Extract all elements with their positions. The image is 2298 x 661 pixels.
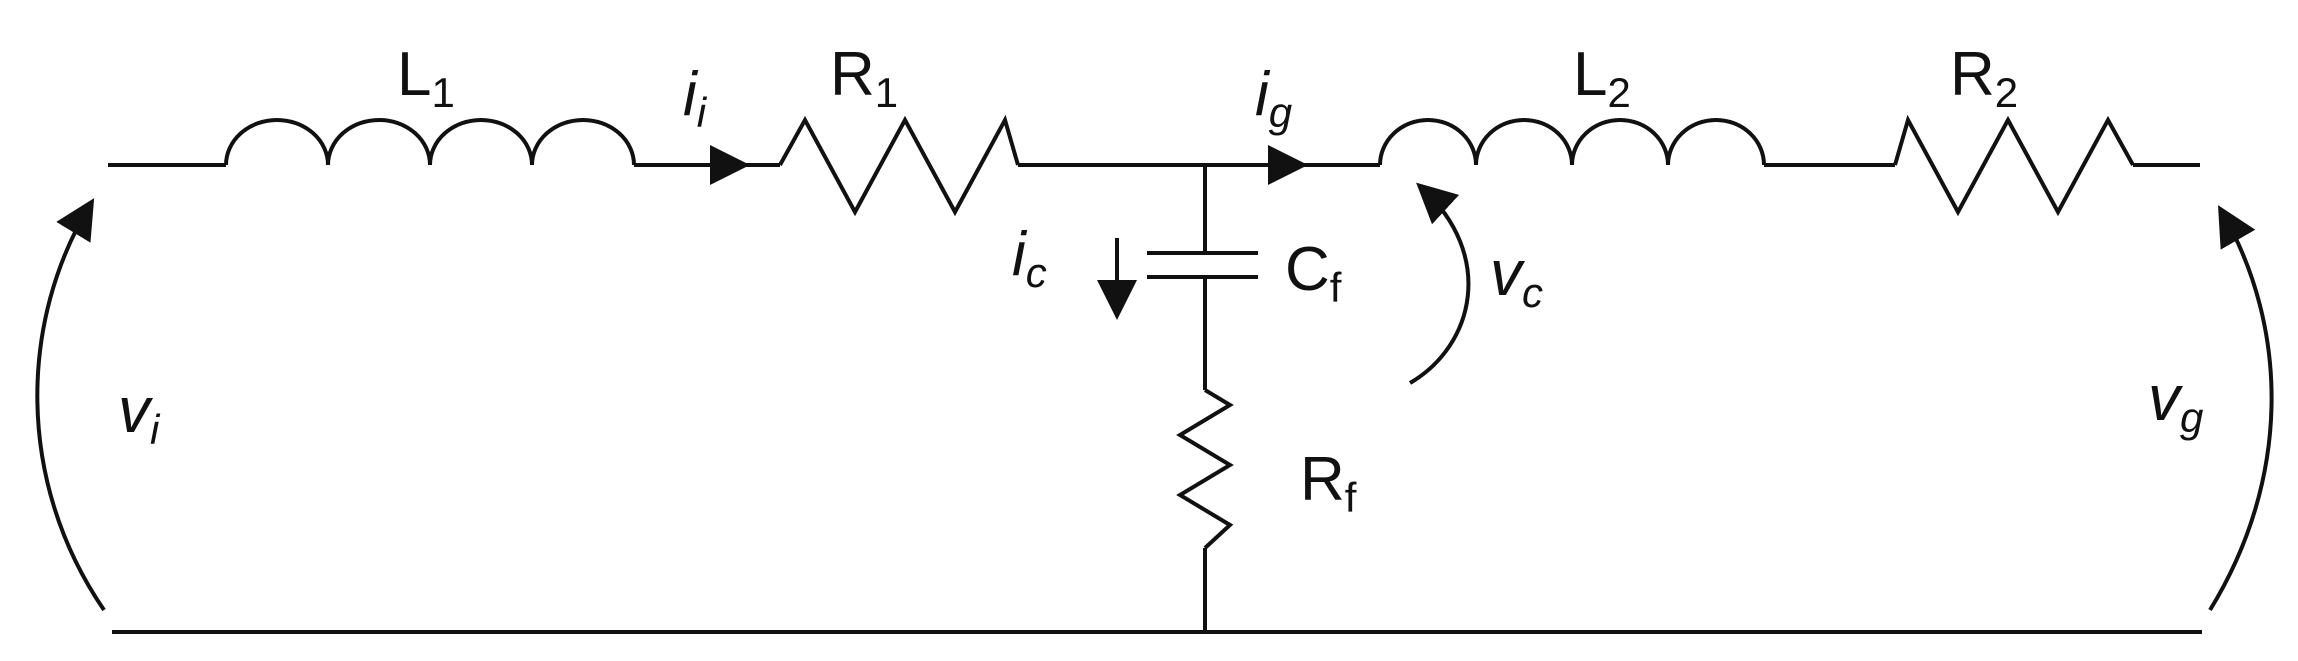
label-r2: R2 xyxy=(1950,40,2018,116)
voltage-vc-arc xyxy=(1408,182,1471,385)
inductor-l2 xyxy=(1378,118,1766,166)
label-voltage-vg: vg xyxy=(2148,362,2203,441)
voltage-vi-arc xyxy=(35,198,106,612)
label-l1: L1 xyxy=(397,40,455,116)
label-l2: L2 xyxy=(1573,40,1631,116)
label-current-ig: ig xyxy=(1255,60,1292,136)
resistor-r1 xyxy=(778,114,1020,217)
label-current-ic: ic xyxy=(1012,220,1047,296)
resistor-r2 xyxy=(1893,114,2135,217)
label-voltage-vc: vc xyxy=(1490,237,1543,316)
label-rf: Rf xyxy=(1300,445,1357,521)
inductor-l1 xyxy=(224,118,636,166)
voltage-vg-arc xyxy=(2208,205,2274,612)
label-r1: R1 xyxy=(830,40,898,116)
resistor-rf xyxy=(1176,388,1234,550)
label-current-ii: ii xyxy=(683,60,708,136)
label-cf: Cf xyxy=(1285,235,1342,311)
label-voltage-vi: vi xyxy=(118,374,161,453)
